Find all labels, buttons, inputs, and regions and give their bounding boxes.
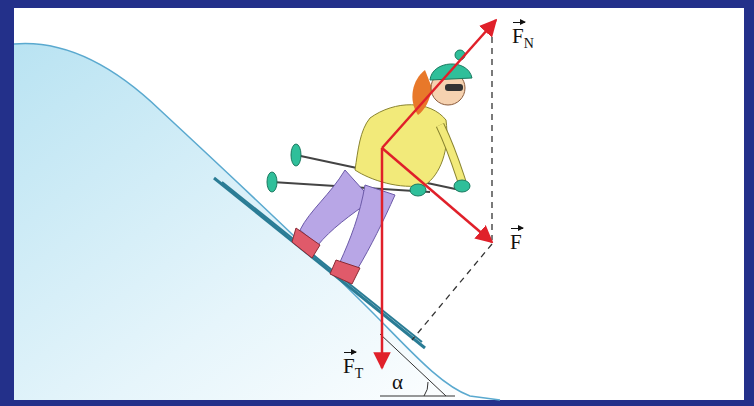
angle-label: α <box>392 372 403 393</box>
subscript: N <box>524 36 534 51</box>
force-label: FN <box>512 26 534 47</box>
force-label: F <box>510 232 522 253</box>
symbol: α <box>392 372 403 393</box>
symbol: F <box>343 356 355 377</box>
symbol: F <box>510 232 522 253</box>
force-label: FT <box>343 356 363 377</box>
subscript: T <box>355 366 364 381</box>
symbol: F <box>512 26 524 47</box>
